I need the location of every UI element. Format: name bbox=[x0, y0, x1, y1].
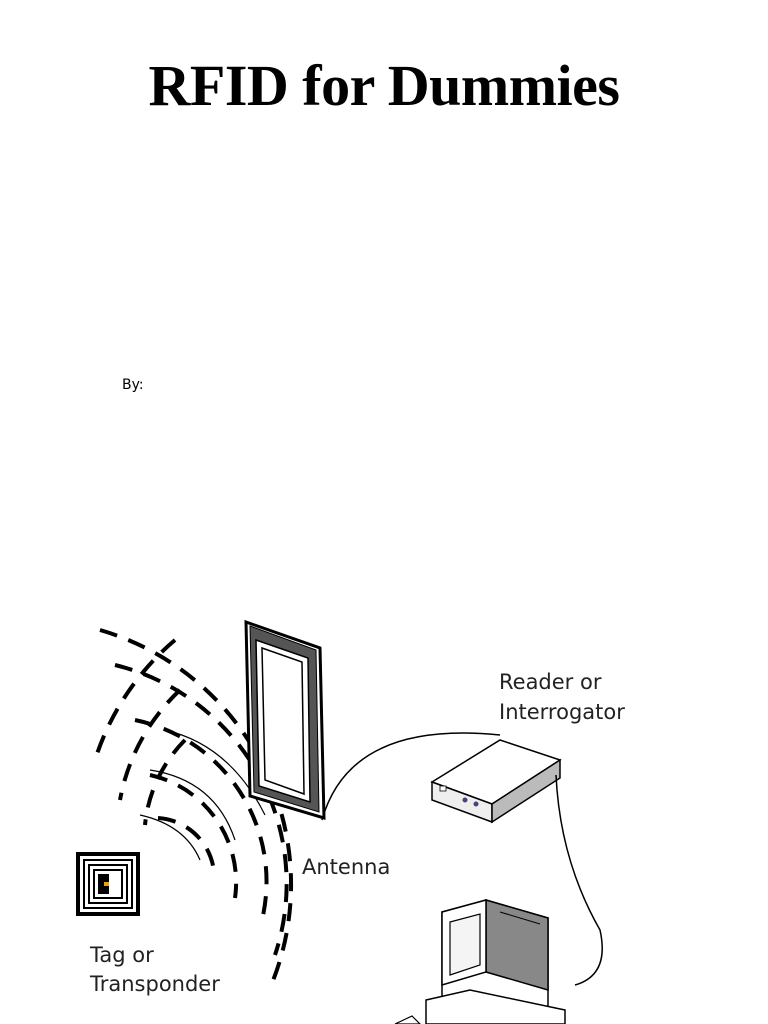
tag-label-line1: Tag or bbox=[89, 943, 154, 967]
rfid-diagram: Reader or Interrogator Antenna Tag or Tr… bbox=[76, 619, 625, 1024]
wave-arc-8 bbox=[143, 738, 187, 826]
reader-cable bbox=[555, 774, 603, 986]
reader-label-line1: Reader or bbox=[499, 670, 602, 694]
reader-label-line2: Interrogator bbox=[499, 700, 625, 724]
wave-arc-6 bbox=[93, 638, 177, 761]
tag-icon bbox=[76, 852, 140, 916]
document-title: RFID for Dummies bbox=[148, 53, 620, 118]
wave-arc-3 bbox=[134, 718, 269, 921]
reader-icon bbox=[430, 739, 562, 824]
wave-arc-2 bbox=[149, 773, 239, 899]
wave-arc-1 bbox=[157, 816, 216, 873]
computer-icon bbox=[394, 899, 566, 1024]
tag-label-line2: Transponder bbox=[89, 972, 220, 996]
field-lines bbox=[139, 729, 266, 861]
wave-arc-7 bbox=[118, 688, 182, 801]
antenna-cable bbox=[321, 732, 501, 821]
byline: By: bbox=[122, 377, 144, 393]
antenna-icon bbox=[244, 619, 326, 821]
antenna-label: Antenna bbox=[302, 855, 390, 879]
